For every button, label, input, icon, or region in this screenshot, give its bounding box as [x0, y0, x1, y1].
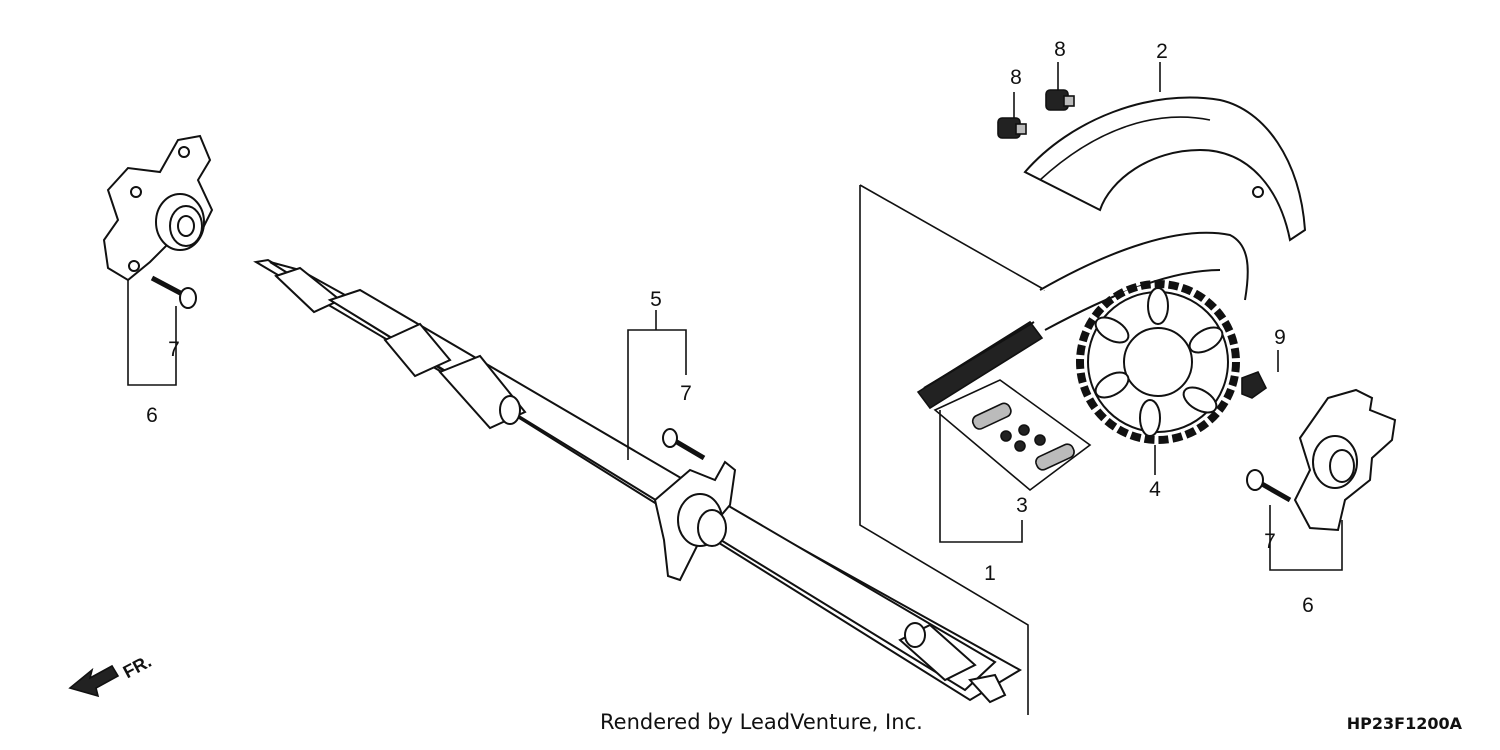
left-wheel-hub[interactable]	[102, 134, 214, 282]
chain-frame	[859, 185, 1029, 715]
callout-5: 5	[650, 288, 662, 311]
credit-text: Rendered by LeadVenture, Inc.	[600, 710, 923, 734]
master-link-kit[interactable]	[933, 379, 1092, 492]
callout-9: 9	[1274, 326, 1286, 349]
callout-2: 2	[1156, 40, 1168, 63]
callout-7-mid: 7	[680, 382, 692, 405]
right-hub-bracket	[1269, 505, 1343, 571]
front-direction-arrow-icon	[68, 664, 120, 698]
callout-8-a: 8	[1010, 66, 1022, 89]
callout-1: 1	[984, 562, 996, 585]
rear-axle[interactable]	[253, 258, 1022, 704]
right-hub-nut[interactable]	[1241, 370, 1268, 399]
diagram-code: HP23F1200A	[1346, 714, 1462, 733]
chain-guard[interactable]	[1023, 96, 1307, 242]
callout-3: 3	[1016, 494, 1028, 517]
callout-7-left: 7	[168, 338, 180, 361]
callout-8-b: 8	[1054, 38, 1066, 61]
center-hub-bracket	[627, 329, 687, 460]
left-hub-bolt[interactable]	[150, 275, 197, 309]
rear-sprocket[interactable]	[1076, 280, 1240, 444]
callout-6-right: 6	[1302, 594, 1314, 617]
front-direction-label: FR.	[120, 651, 155, 682]
center-hub[interactable]	[653, 460, 737, 582]
chain-bracket	[939, 410, 1023, 543]
guard-nut-b[interactable]	[1045, 89, 1075, 111]
callout-4: 4	[1149, 478, 1161, 501]
right-hub-bolt[interactable]	[1246, 469, 1292, 503]
guard-nut-a[interactable]	[997, 117, 1027, 139]
callout-6-left: 6	[146, 404, 158, 427]
right-wheel-hub[interactable]	[1293, 388, 1397, 532]
callout-7-right: 7	[1264, 530, 1276, 553]
left-hub-bracket	[127, 280, 177, 386]
center-hub-bolt[interactable]	[662, 428, 706, 461]
